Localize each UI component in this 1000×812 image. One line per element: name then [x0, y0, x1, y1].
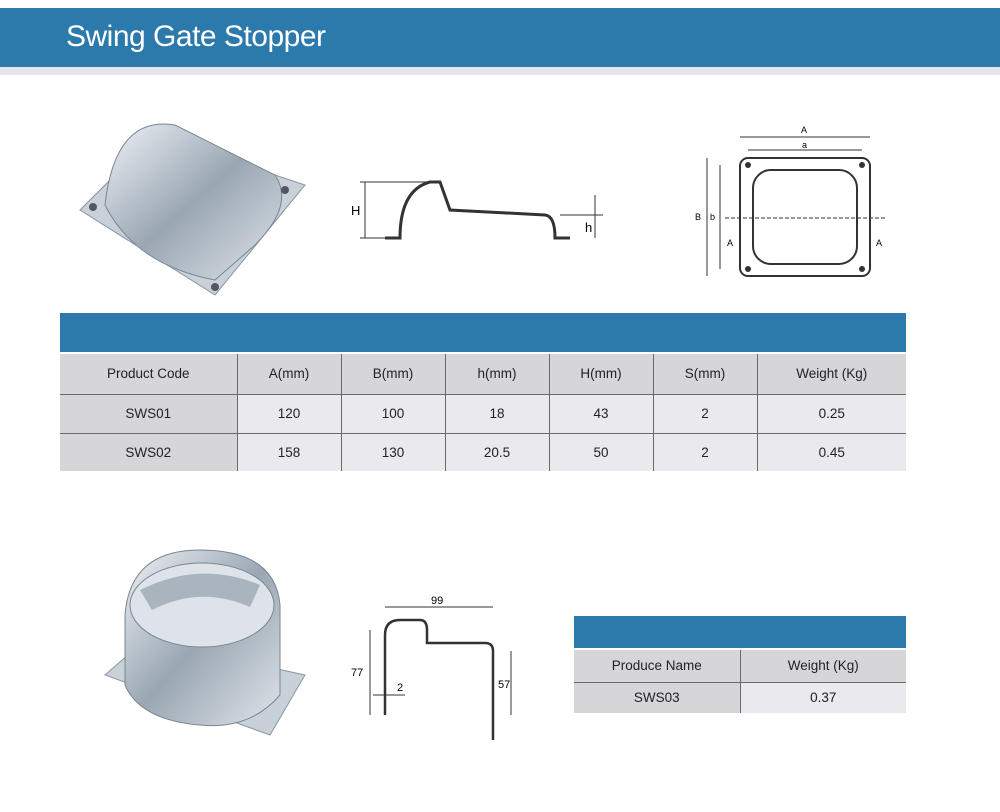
header-cell: A(mm) [237, 354, 342, 395]
header-cell: S(mm) [653, 354, 758, 395]
page-title: Swing Gate Stopper [66, 20, 326, 53]
cell: 2 [653, 394, 758, 434]
cell: 50 [549, 433, 654, 471]
cell: 20.5 [445, 433, 550, 471]
divider [0, 67, 1000, 75]
section-label-left: A [727, 238, 733, 248]
dimension-57: 57 [498, 679, 510, 691]
cell: 0.37 [740, 682, 906, 713]
product-photo-sws01 [79, 123, 306, 296]
cell: SWS02 [60, 433, 238, 471]
side-profile-drawing: H h [351, 180, 603, 240]
cell: 100 [341, 394, 446, 434]
header-cell: Product Code [60, 354, 238, 395]
cell: 120 [237, 394, 342, 434]
cell: 43 [549, 394, 654, 434]
dimension-H: H [351, 203, 360, 218]
sws03-profile-drawing: 99 77 57 2 [351, 595, 512, 740]
cell: SWS03 [574, 682, 741, 713]
cell: 2 [653, 433, 758, 471]
header-cell: Produce Name [574, 650, 741, 683]
top-view-drawing: A a B b A A [695, 125, 885, 277]
header-cell: Weight (Kg) [740, 650, 906, 683]
cell: 0.45 [757, 433, 906, 471]
table1-header-bar [60, 313, 906, 352]
cell: 0.25 [757, 394, 906, 434]
table2-header-bar [574, 616, 906, 648]
dimension-77: 77 [351, 667, 363, 679]
cell: 18 [445, 394, 550, 434]
title-bar: Swing Gate Stopper [0, 8, 1000, 67]
dimension-h: h [585, 220, 592, 235]
header-cell: B(mm) [341, 354, 446, 395]
cell: 130 [341, 433, 446, 471]
dimension-2: 2 [397, 682, 403, 694]
header-cell: h(mm) [445, 354, 550, 395]
section-label-right: A [876, 238, 882, 248]
product-photo-sws03 [104, 549, 306, 736]
cell: SWS01 [60, 394, 238, 434]
header-cell: H(mm) [549, 354, 654, 395]
dimension-a: a [802, 140, 807, 150]
cell: 158 [237, 433, 342, 471]
dimension-b: b [710, 212, 715, 222]
dimension-A: A [801, 125, 807, 135]
dimension-99: 99 [431, 595, 443, 607]
header-cell: Weight (Kg) [757, 354, 906, 395]
dimension-B: B [695, 212, 701, 222]
